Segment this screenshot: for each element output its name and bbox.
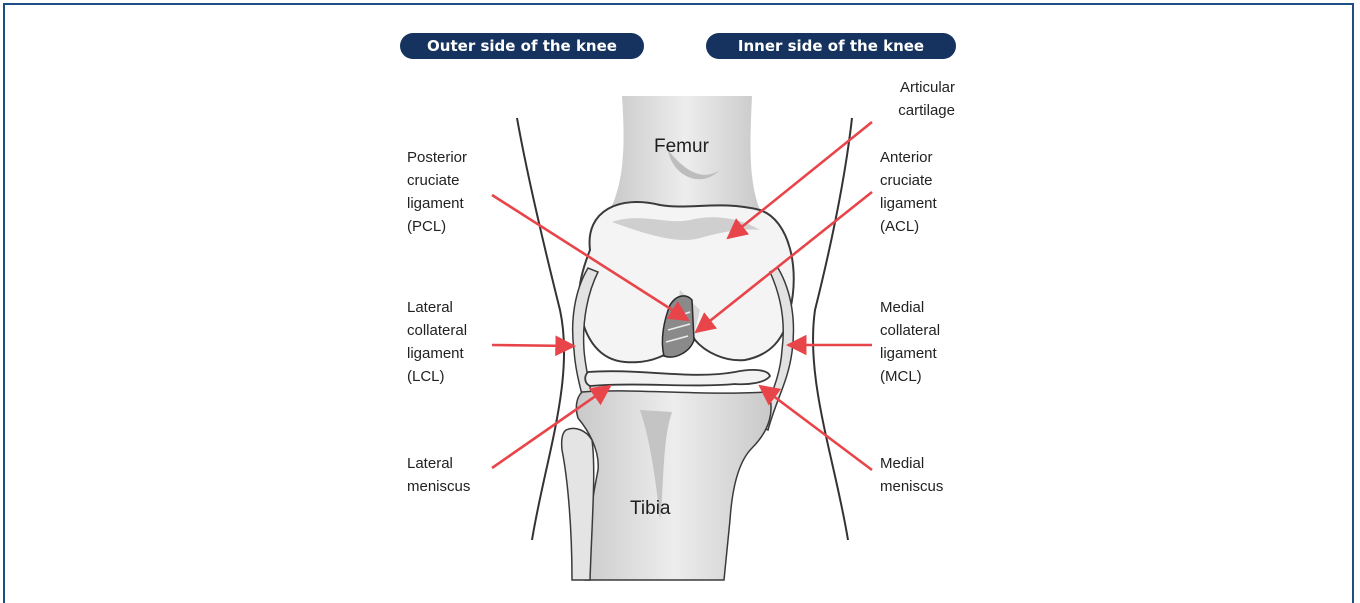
acl-label: Anterior cruciate ligament (ACL)	[880, 146, 937, 238]
medial-meniscus-label: Medial meniscus	[880, 452, 943, 498]
fibula	[562, 428, 594, 580]
mcl-label: Medial collateral ligament (MCL)	[880, 296, 940, 388]
meniscus	[585, 370, 770, 386]
pcl-label: Posterior cruciate ligament (PCL)	[407, 146, 467, 238]
arrow-lcl	[492, 345, 574, 346]
tibia-label: Tibia	[630, 498, 670, 520]
articular-cartilage-label: Articular cartilage	[860, 76, 955, 122]
lateral-meniscus-label: Lateral meniscus	[407, 452, 470, 498]
lcl-label: Lateral collateral ligament (LCL)	[407, 296, 467, 388]
leg-outline-right	[813, 118, 852, 540]
leg-outline-left	[517, 118, 564, 540]
tibia	[576, 391, 771, 580]
arrow-medial-meniscus	[760, 386, 872, 470]
femur-label: Femur	[654, 136, 709, 158]
